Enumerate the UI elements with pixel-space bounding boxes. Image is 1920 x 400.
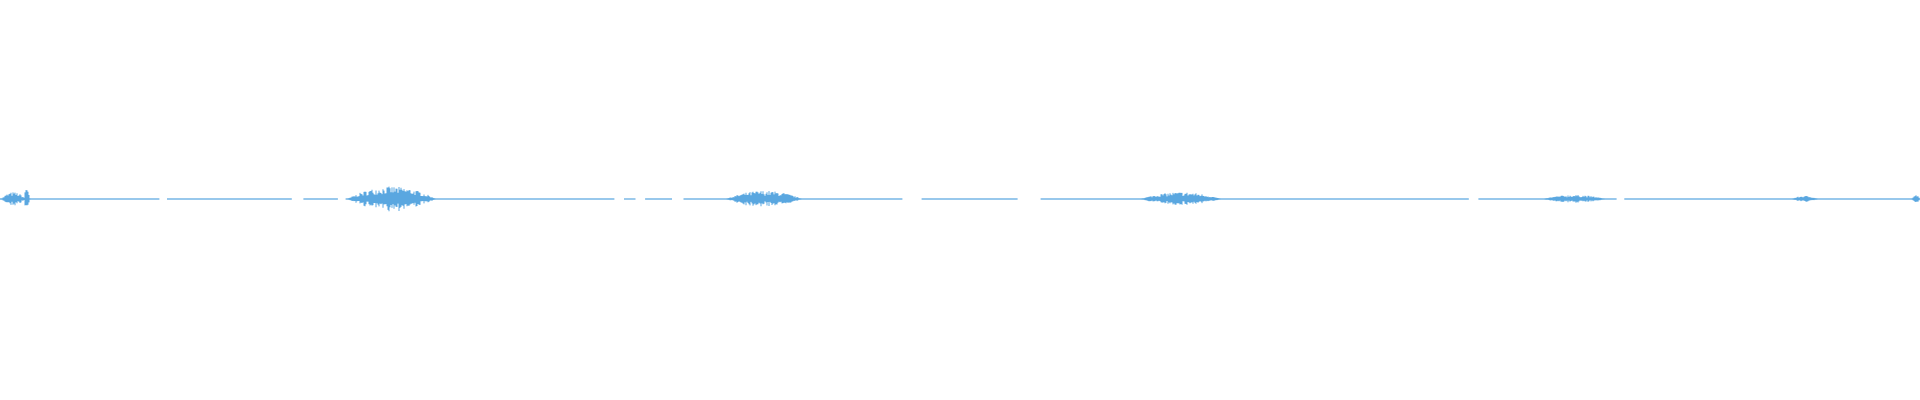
waveform-burst — [1792, 196, 1818, 202]
waveform-burst — [1544, 195, 1605, 203]
waveform-burst — [23, 190, 31, 206]
waveform-burst — [0, 192, 26, 206]
waveform-burst — [1911, 195, 1920, 202]
waveform-burst — [1141, 192, 1221, 205]
waveform-bursts — [0, 186, 1920, 212]
waveform-burst — [347, 186, 436, 212]
waveform-burst — [726, 191, 802, 207]
